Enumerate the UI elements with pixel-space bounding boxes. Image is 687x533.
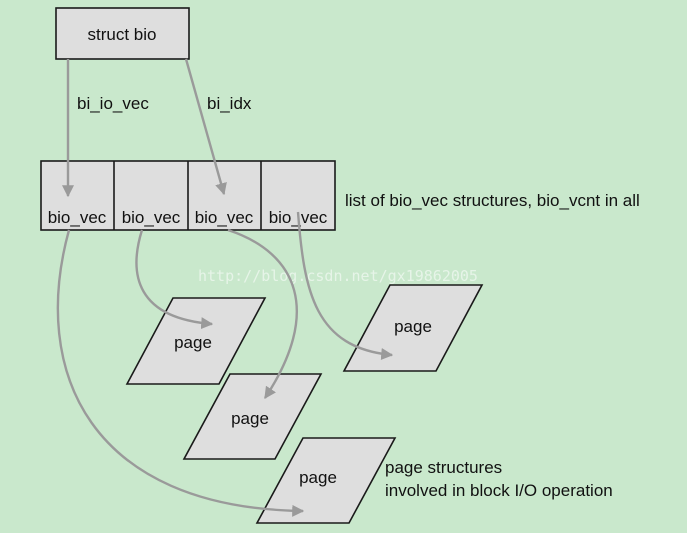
page-label-4: page xyxy=(299,468,337,487)
struct-bio-box xyxy=(55,7,190,60)
page-box-1 xyxy=(125,297,267,385)
page-label-1: page xyxy=(174,333,212,352)
bi-idx-label: bi_idx xyxy=(207,94,252,113)
page-caption-line1: page structures xyxy=(385,458,502,477)
arrow-to-page-1 xyxy=(135,229,214,330)
bio-vec-cell-2: bio_vec xyxy=(122,208,181,227)
arrow-to-page-4 xyxy=(56,229,305,517)
arrow-to-page-2 xyxy=(227,228,298,400)
bio-vec-cell-1: bio_vec xyxy=(48,208,107,227)
page-box-3 xyxy=(342,284,484,372)
arrow-to-page-3 xyxy=(296,211,394,360)
arrow-bi-idx xyxy=(184,58,227,196)
page-label-3: page xyxy=(394,317,432,336)
page-caption-line2: involved in block I/O operation xyxy=(385,481,613,500)
page-box-4 xyxy=(255,437,397,524)
watermark: http://blog.csdn.net/gx19862005 xyxy=(198,267,478,285)
bio-vec-cell-3: bio_vec xyxy=(195,208,254,227)
page-label-2: page xyxy=(231,409,269,428)
page-box-2 xyxy=(182,373,323,460)
list-caption: list of bio_vec structures, bio_vcnt in … xyxy=(345,191,640,210)
struct-bio-label: struct bio xyxy=(88,25,157,44)
bi-io-vec-label: bi_io_vec xyxy=(77,94,149,113)
